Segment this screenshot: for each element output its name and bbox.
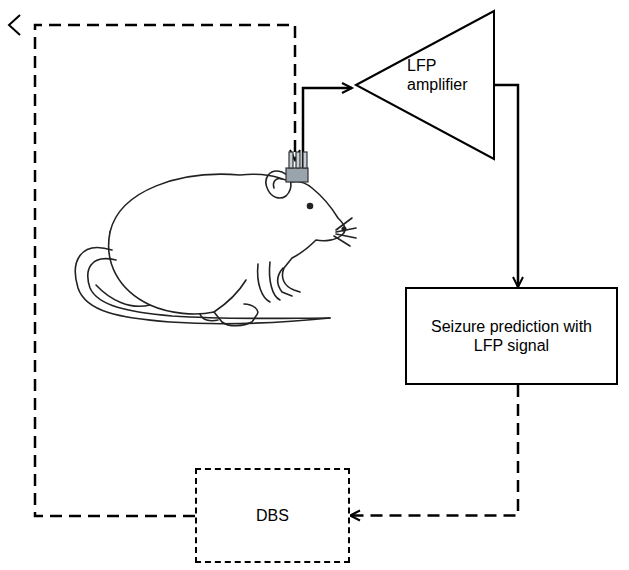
process-box: Seizure prediction with LFP signal <box>405 287 618 385</box>
dbs-box: DBS <box>195 468 350 563</box>
recording-line <box>303 88 352 168</box>
node-label: LFP amplifier <box>407 56 493 94</box>
connector-arrow <box>494 85 518 287</box>
electrode-connector <box>286 152 308 182</box>
amplifier-triangle: LFP amplifier <box>355 10 495 160</box>
stimulation-line <box>35 25 295 516</box>
stimulation-arrow-left <box>9 15 20 35</box>
triangle-shape <box>356 11 494 159</box>
connector-arrow <box>350 385 518 516</box>
rat <box>75 171 356 326</box>
node-label: DBS <box>256 506 289 525</box>
node-label: Seizure prediction with LFP signal <box>417 317 606 355</box>
